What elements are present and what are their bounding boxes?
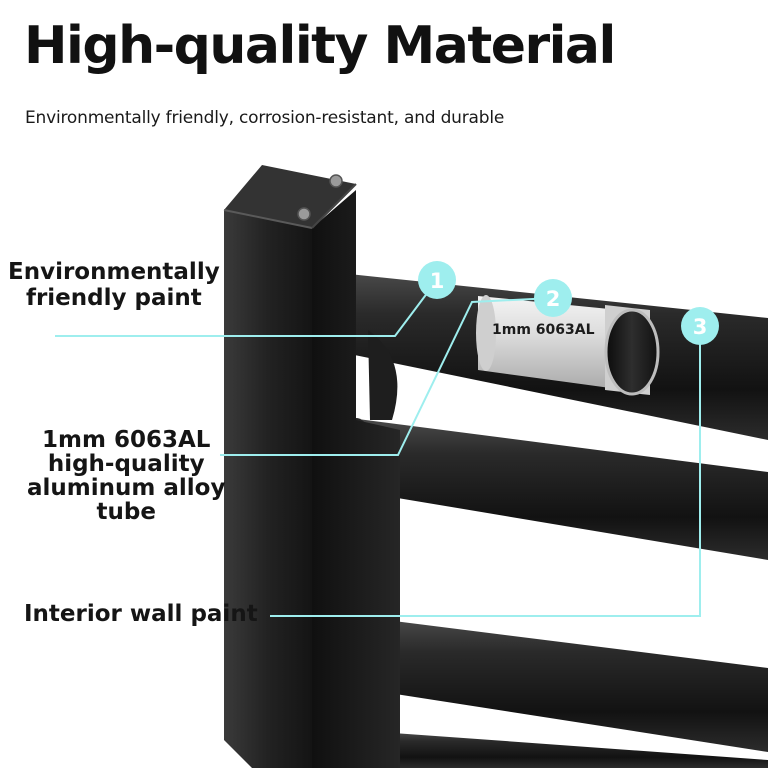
rack-bar — [380, 732, 768, 768]
svg-text:2: 2 — [546, 287, 561, 311]
svg-text:3: 3 — [693, 315, 708, 339]
callout-line-3 — [270, 326, 701, 617]
rack-bar — [338, 418, 768, 560]
screw-icon — [297, 207, 311, 221]
tube-spec-label: 1mm 6063AL — [492, 322, 595, 338]
page-subtitle: Environmentally friendly, corrosion-resi… — [25, 108, 505, 128]
callout-label-2: 1mm 6063AL high-quality aluminum alloy t… — [27, 427, 226, 526]
screw-icon — [329, 174, 343, 188]
callout-label-3: Interior wall paint — [24, 601, 258, 627]
page-title: High-quality Material — [24, 16, 616, 76]
callout-marker-3: 3 — [681, 307, 719, 345]
callout-line-1 — [55, 279, 438, 337]
aluminum-tube-section — [476, 295, 660, 396]
rack-bar — [358, 618, 768, 752]
callout-marker-1: 1 — [418, 261, 456, 299]
callout-label-1: Environmentally friendly paint — [8, 259, 220, 311]
callout-line-2 — [220, 297, 554, 456]
svg-text:1: 1 — [430, 269, 445, 293]
rack-post — [223, 165, 400, 768]
callout-marker-2: 2 — [534, 279, 572, 317]
